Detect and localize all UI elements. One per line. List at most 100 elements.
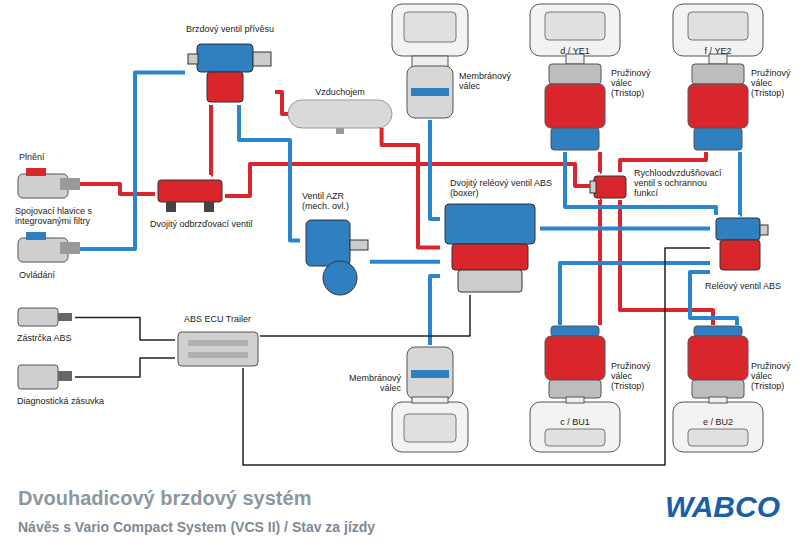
air-pipe bbox=[209, 105, 213, 175]
valve-chamber bbox=[323, 261, 357, 295]
valve-lever bbox=[350, 240, 368, 250]
brake-drum bbox=[530, 4, 620, 56]
valve-body bbox=[594, 176, 626, 198]
component-label: Brzdový ventil přívěsu bbox=[175, 24, 285, 34]
air-pipe bbox=[430, 276, 440, 345]
valve-body bbox=[452, 244, 528, 270]
signal-wire bbox=[75, 318, 175, 341]
membrane bbox=[411, 370, 449, 378]
valve-body bbox=[716, 218, 760, 240]
component-box: Plnění bbox=[15, 168, 80, 200]
membrane-cylinder bbox=[407, 66, 453, 118]
brake-drum bbox=[673, 402, 763, 452]
component-label: d / YE1 bbox=[555, 46, 595, 56]
air-pipe bbox=[370, 260, 440, 264]
brake-drum-inner bbox=[404, 12, 456, 42]
membrane bbox=[411, 88, 449, 96]
component-box: Dvojitý reléový ventil ABS (boxer) bbox=[440, 200, 540, 295]
valve-port bbox=[188, 54, 198, 64]
component-box: Dvojitý odbrzďovací ventil bbox=[155, 175, 225, 213]
component-box: Vzduchojem bbox=[288, 100, 392, 128]
push-rod bbox=[709, 397, 727, 403]
valve-body bbox=[445, 204, 535, 244]
valve-port bbox=[253, 52, 271, 66]
cylinder-cap bbox=[692, 380, 744, 398]
component-box: Ventil AZR (mech. ovl.) bbox=[300, 215, 370, 300]
air-tank bbox=[288, 100, 392, 128]
component-label: Rychloodvzdušňovací ventil s ochrannou f… bbox=[634, 168, 730, 198]
air-pipe bbox=[430, 120, 440, 219]
air-pipe bbox=[275, 92, 288, 114]
component-label: Dvojitý odbrzďovací ventil bbox=[150, 219, 285, 229]
component-label: Membránový válec bbox=[341, 373, 401, 393]
air-pipe bbox=[690, 272, 737, 325]
brake-drum bbox=[392, 4, 468, 56]
service-chamber bbox=[694, 326, 742, 336]
air-pipe bbox=[560, 263, 710, 325]
component-label: Zástrčka ABS bbox=[17, 333, 97, 343]
component-box: Brzdový ventil přívěsu bbox=[185, 40, 275, 105]
component-box: f / YE2Pružinový válec (Tristop) bbox=[688, 60, 748, 152]
membrane-cylinder bbox=[407, 347, 453, 399]
brake-drum-inner bbox=[545, 429, 605, 446]
air-pipe bbox=[598, 152, 602, 172]
component-box: c / BU1Pružinový válec (Tristop) bbox=[545, 325, 605, 405]
diagram-title: Dvouhadicový brzdový systém bbox=[18, 486, 578, 510]
ecu-fin bbox=[188, 352, 248, 358]
service-chamber bbox=[551, 326, 599, 336]
component-label: Reléový ventil ABS bbox=[705, 281, 790, 291]
ecu-housing bbox=[178, 332, 258, 366]
signal-wire bbox=[260, 295, 470, 336]
brake-drum bbox=[530, 402, 620, 452]
spring-chamber bbox=[545, 84, 605, 128]
component-box: Membránový válec bbox=[405, 345, 455, 400]
valve-button bbox=[204, 202, 214, 212]
component-box: Membránový válec bbox=[405, 65, 455, 120]
component-box: Reléový ventil ABS bbox=[710, 215, 770, 275]
valve-body bbox=[197, 44, 253, 72]
plug bbox=[18, 308, 58, 326]
component-box: Zástrčka ABS bbox=[15, 305, 75, 330]
brake-drum bbox=[392, 402, 468, 452]
subtitle: Návěs s Vario Compact System (VCS II) / … bbox=[18, 519, 578, 536]
component-label: Membránový válec bbox=[459, 71, 519, 91]
component-label: Ovládání bbox=[19, 270, 79, 280]
valve-body bbox=[207, 72, 243, 102]
component-label: Pružinový válec (Tristop) bbox=[611, 361, 655, 391]
spring-chamber bbox=[545, 336, 605, 380]
valve-body bbox=[306, 220, 350, 266]
coupling-filter bbox=[60, 242, 80, 254]
component-label: Pružinový válec (Tristop) bbox=[751, 68, 795, 98]
plug-pin bbox=[58, 313, 72, 321]
socket bbox=[18, 365, 58, 389]
brake-drum-inner bbox=[545, 12, 605, 40]
component-box: Diagnostická zásuvka bbox=[15, 362, 75, 392]
component-box: d / YE1Pružinový válec (Tristop) bbox=[545, 60, 605, 152]
brake-drum-inner bbox=[688, 429, 748, 446]
coupling-filter bbox=[60, 178, 80, 190]
component-label: Vzduchojem bbox=[288, 87, 392, 97]
drain-valve bbox=[336, 128, 344, 134]
valve-body bbox=[720, 240, 760, 270]
component-label: Dvojitý reléový ventil ABS (boxer) bbox=[450, 178, 555, 198]
air-pipe bbox=[540, 227, 710, 231]
valve-body bbox=[158, 180, 222, 202]
coupling-cover bbox=[26, 168, 46, 176]
ecu-fin bbox=[188, 340, 248, 346]
cylinder-cap bbox=[549, 64, 601, 84]
brake-drum-inner bbox=[688, 12, 748, 40]
component-label: e / BU2 bbox=[698, 417, 738, 427]
component-label: Diagnostická zásuvka bbox=[17, 396, 117, 406]
spring-chamber bbox=[688, 336, 748, 380]
valve-port bbox=[760, 225, 768, 235]
push-rod bbox=[412, 397, 448, 403]
component-label: f / YE2 bbox=[698, 46, 738, 56]
valve-button bbox=[166, 202, 176, 212]
spring-chamber bbox=[688, 84, 748, 128]
signal-wire bbox=[75, 358, 175, 377]
socket-pin bbox=[58, 371, 72, 381]
brake-drum bbox=[673, 4, 763, 56]
air-pipe bbox=[738, 152, 742, 215]
component-label: Pružinový válec (Tristop) bbox=[751, 361, 795, 391]
